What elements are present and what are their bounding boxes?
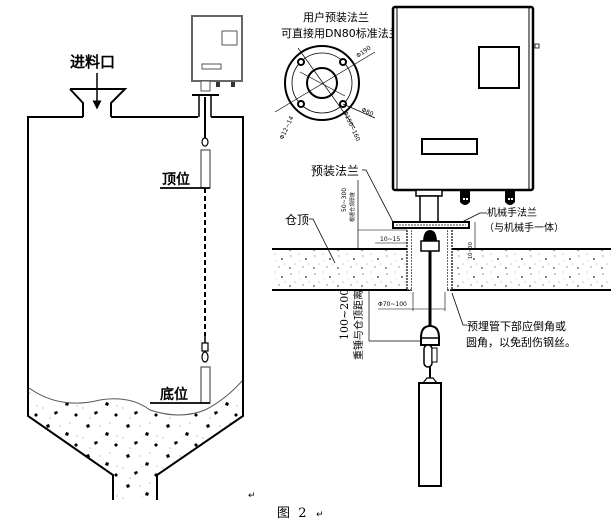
installation-detail: 预装法兰 仓顶 50~300 根据仓顶厚度 10~15 100~200 重锤与仓… — [272, 5, 611, 487]
leader-line — [461, 212, 487, 223]
bolt-circle — [291, 52, 353, 114]
wire-hook — [201, 351, 209, 363]
dim-height-note: 根据仓顶厚度 — [349, 192, 356, 222]
top-level-label: 顶位 — [162, 171, 190, 188]
dimension-line — [274, 51, 376, 113]
dim-side: 10~30 — [468, 242, 474, 259]
mech-flange-label-line1: 机械手法兰 — [487, 206, 537, 219]
flange-top-view: 用户预装法兰 可直接用DN80标准法兰 Φ190 Φ80 Φ150~160 Φ1… — [274, 10, 400, 143]
inlet-label: 进料口 — [70, 53, 115, 71]
dim-distance-note: 重锤与仓顶距离 — [352, 290, 365, 360]
material-surface-line — [28, 379, 244, 416]
display-window — [478, 46, 520, 89]
dim-inner-diameter: Φ80 — [360, 106, 374, 118]
dimension-line — [342, 103, 376, 119]
leader-line — [362, 169, 394, 223]
level-gauge-controller-small — [191, 15, 243, 117]
flange-outer-circle — [284, 45, 360, 121]
shackle — [423, 344, 433, 368]
flange-title-line2: 可直接用DN80标准法兰 — [281, 26, 400, 40]
neck-tube — [419, 195, 439, 223]
dimension-line — [299, 71, 346, 97]
flange-title-line1: 用户预装法兰 — [303, 10, 369, 24]
flange-bore — [306, 67, 338, 99]
dim-bolt-circle-diameter: Φ150~160 — [341, 110, 361, 143]
silo-outline — [27, 116, 244, 500]
dim-distance: 100~200 — [338, 289, 351, 340]
leader-line — [309, 218, 336, 264]
dimension-line — [297, 47, 356, 129]
preinstalled-flange-label: 预装法兰 — [311, 164, 359, 178]
wire-clamp — [201, 137, 209, 147]
level-gauge-controller — [391, 5, 540, 223]
pipe-note-line1: 预埋管下部应倒角或 — [467, 319, 566, 333]
dim-pipe-diameter: Φ70~100 — [378, 301, 407, 308]
dim-outer-diameter: Φ190 — [355, 45, 372, 60]
bulk-material — [28, 380, 243, 500]
bin-top-label: 仓顶 — [285, 213, 309, 227]
side-marker — [534, 43, 540, 49]
cable-gland — [460, 190, 470, 205]
embedded-pipe-left-wall — [406, 225, 413, 291]
wire-guide — [423, 230, 437, 243]
nameplate — [421, 138, 478, 155]
paragraph-mark: ↵ — [248, 491, 256, 501]
bolt-hole — [297, 100, 305, 108]
mounting-neck — [415, 189, 443, 197]
dim-height: 50~300 — [341, 188, 348, 212]
figure-caption: 图 2 — [277, 506, 307, 521]
weight-bottom-position — [200, 366, 211, 404]
dim-bolt-hole-diameter: Φ12~14 — [278, 115, 295, 141]
bolt-hole — [297, 58, 305, 66]
bolt-hole — [339, 58, 347, 66]
mech-flange-label-line2: （与机械手一体） — [484, 221, 564, 234]
cable-gland — [505, 190, 515, 205]
wire-clamp-head — [420, 324, 440, 346]
embedded-pipe-right-wall — [446, 225, 453, 291]
heavy-weight — [418, 382, 442, 487]
weight-top-position — [200, 149, 211, 189]
dim-gap: 10~15 — [380, 236, 400, 243]
silo-left-diagram: 进料口 顶位 底位 ↵ — [27, 15, 256, 501]
caption-paragraph-mark: ↵ — [316, 510, 324, 520]
leader-line — [451, 292, 467, 326]
wire-shackle — [201, 342, 209, 352]
bottom-level-label: 底位 — [160, 386, 188, 403]
pipe-note-line2: 圆角，以免刮伤钢丝。 — [466, 335, 576, 349]
